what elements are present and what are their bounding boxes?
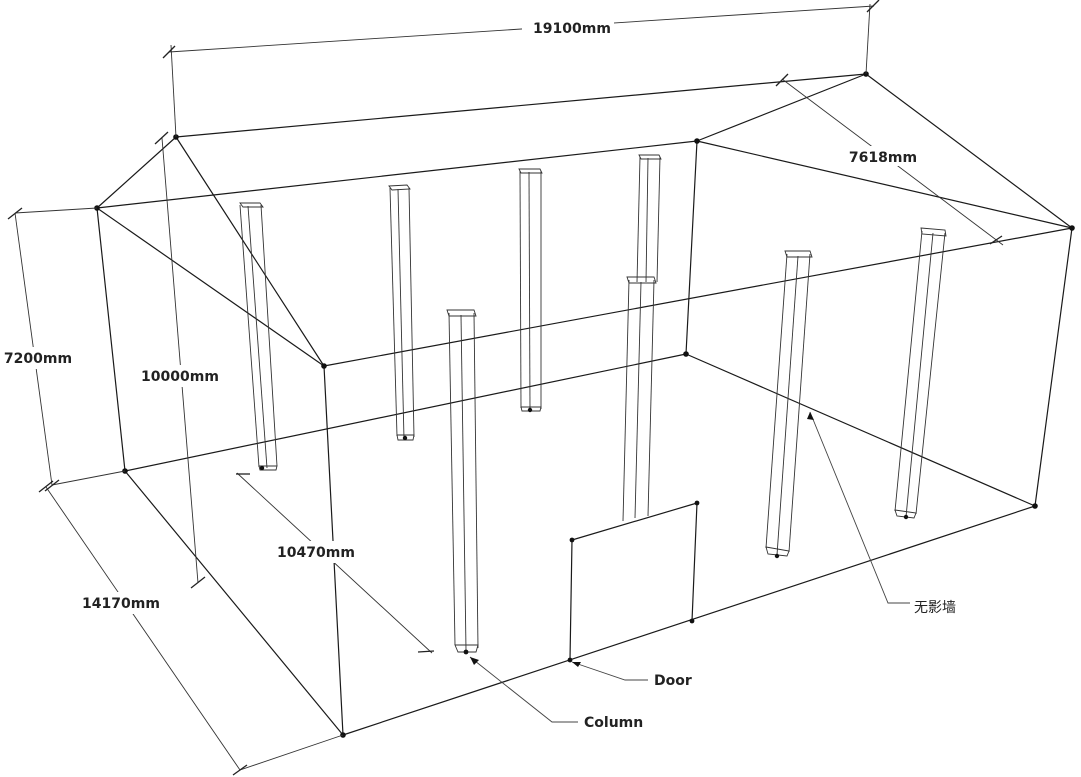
dimension-ridge-height: 10000mm	[138, 131, 222, 589]
corner-front-right	[1034, 227, 1073, 507]
label-infinity-wall: 无影墙	[914, 600, 956, 616]
columns	[239, 154, 947, 653]
corner-back-left	[96, 207, 126, 472]
front-eave	[323, 227, 1073, 367]
door	[567, 500, 700, 663]
label-column: Column	[584, 715, 643, 731]
callout-door: Door	[571, 661, 692, 689]
dimension-roof-slope: 7618mm	[775, 73, 1004, 246]
label-width: 14170mm	[82, 596, 160, 612]
floor-right	[685, 353, 1036, 507]
dimension-wall-height: 7200mm	[0, 207, 126, 492]
column	[446, 309, 479, 653]
back-eave	[96, 140, 698, 209]
column	[894, 227, 947, 519]
dimension-interior-span: 10470mm	[236, 472, 435, 654]
building-edges	[96, 73, 1073, 736]
label-interior-span: 10470mm	[277, 545, 355, 561]
left-gable-front-rafter	[175, 136, 325, 367]
left-gable-back-rafter	[96, 136, 177, 209]
left-gable-eave	[96, 207, 325, 367]
floor-front	[342, 505, 1036, 736]
dimension-length: 19100mm	[162, 0, 880, 138]
column	[765, 250, 813, 557]
label-ridge-height: 10000mm	[141, 369, 219, 385]
label-door: Door	[654, 673, 692, 689]
column	[239, 202, 278, 471]
roof-ridge	[175, 73, 867, 138]
dimension-width: 14170mm	[38, 480, 344, 776]
floor-back	[124, 353, 687, 472]
column	[622, 276, 657, 522]
column	[636, 154, 662, 283]
callout-infinity-wall: 无影墙	[807, 411, 956, 616]
right-gable-eave	[696, 140, 1073, 229]
column	[518, 168, 543, 412]
label-roof-slope: 7618mm	[849, 150, 917, 166]
label-length: 19100mm	[533, 21, 611, 37]
right-gable-front-rafter	[865, 73, 1073, 229]
column	[388, 184, 415, 441]
floor-left	[124, 470, 344, 736]
callout-column: Column	[469, 656, 643, 731]
corner-back-right	[685, 140, 698, 355]
right-gable-back-rafter	[696, 73, 867, 142]
label-wall-height: 7200mm	[4, 351, 72, 367]
